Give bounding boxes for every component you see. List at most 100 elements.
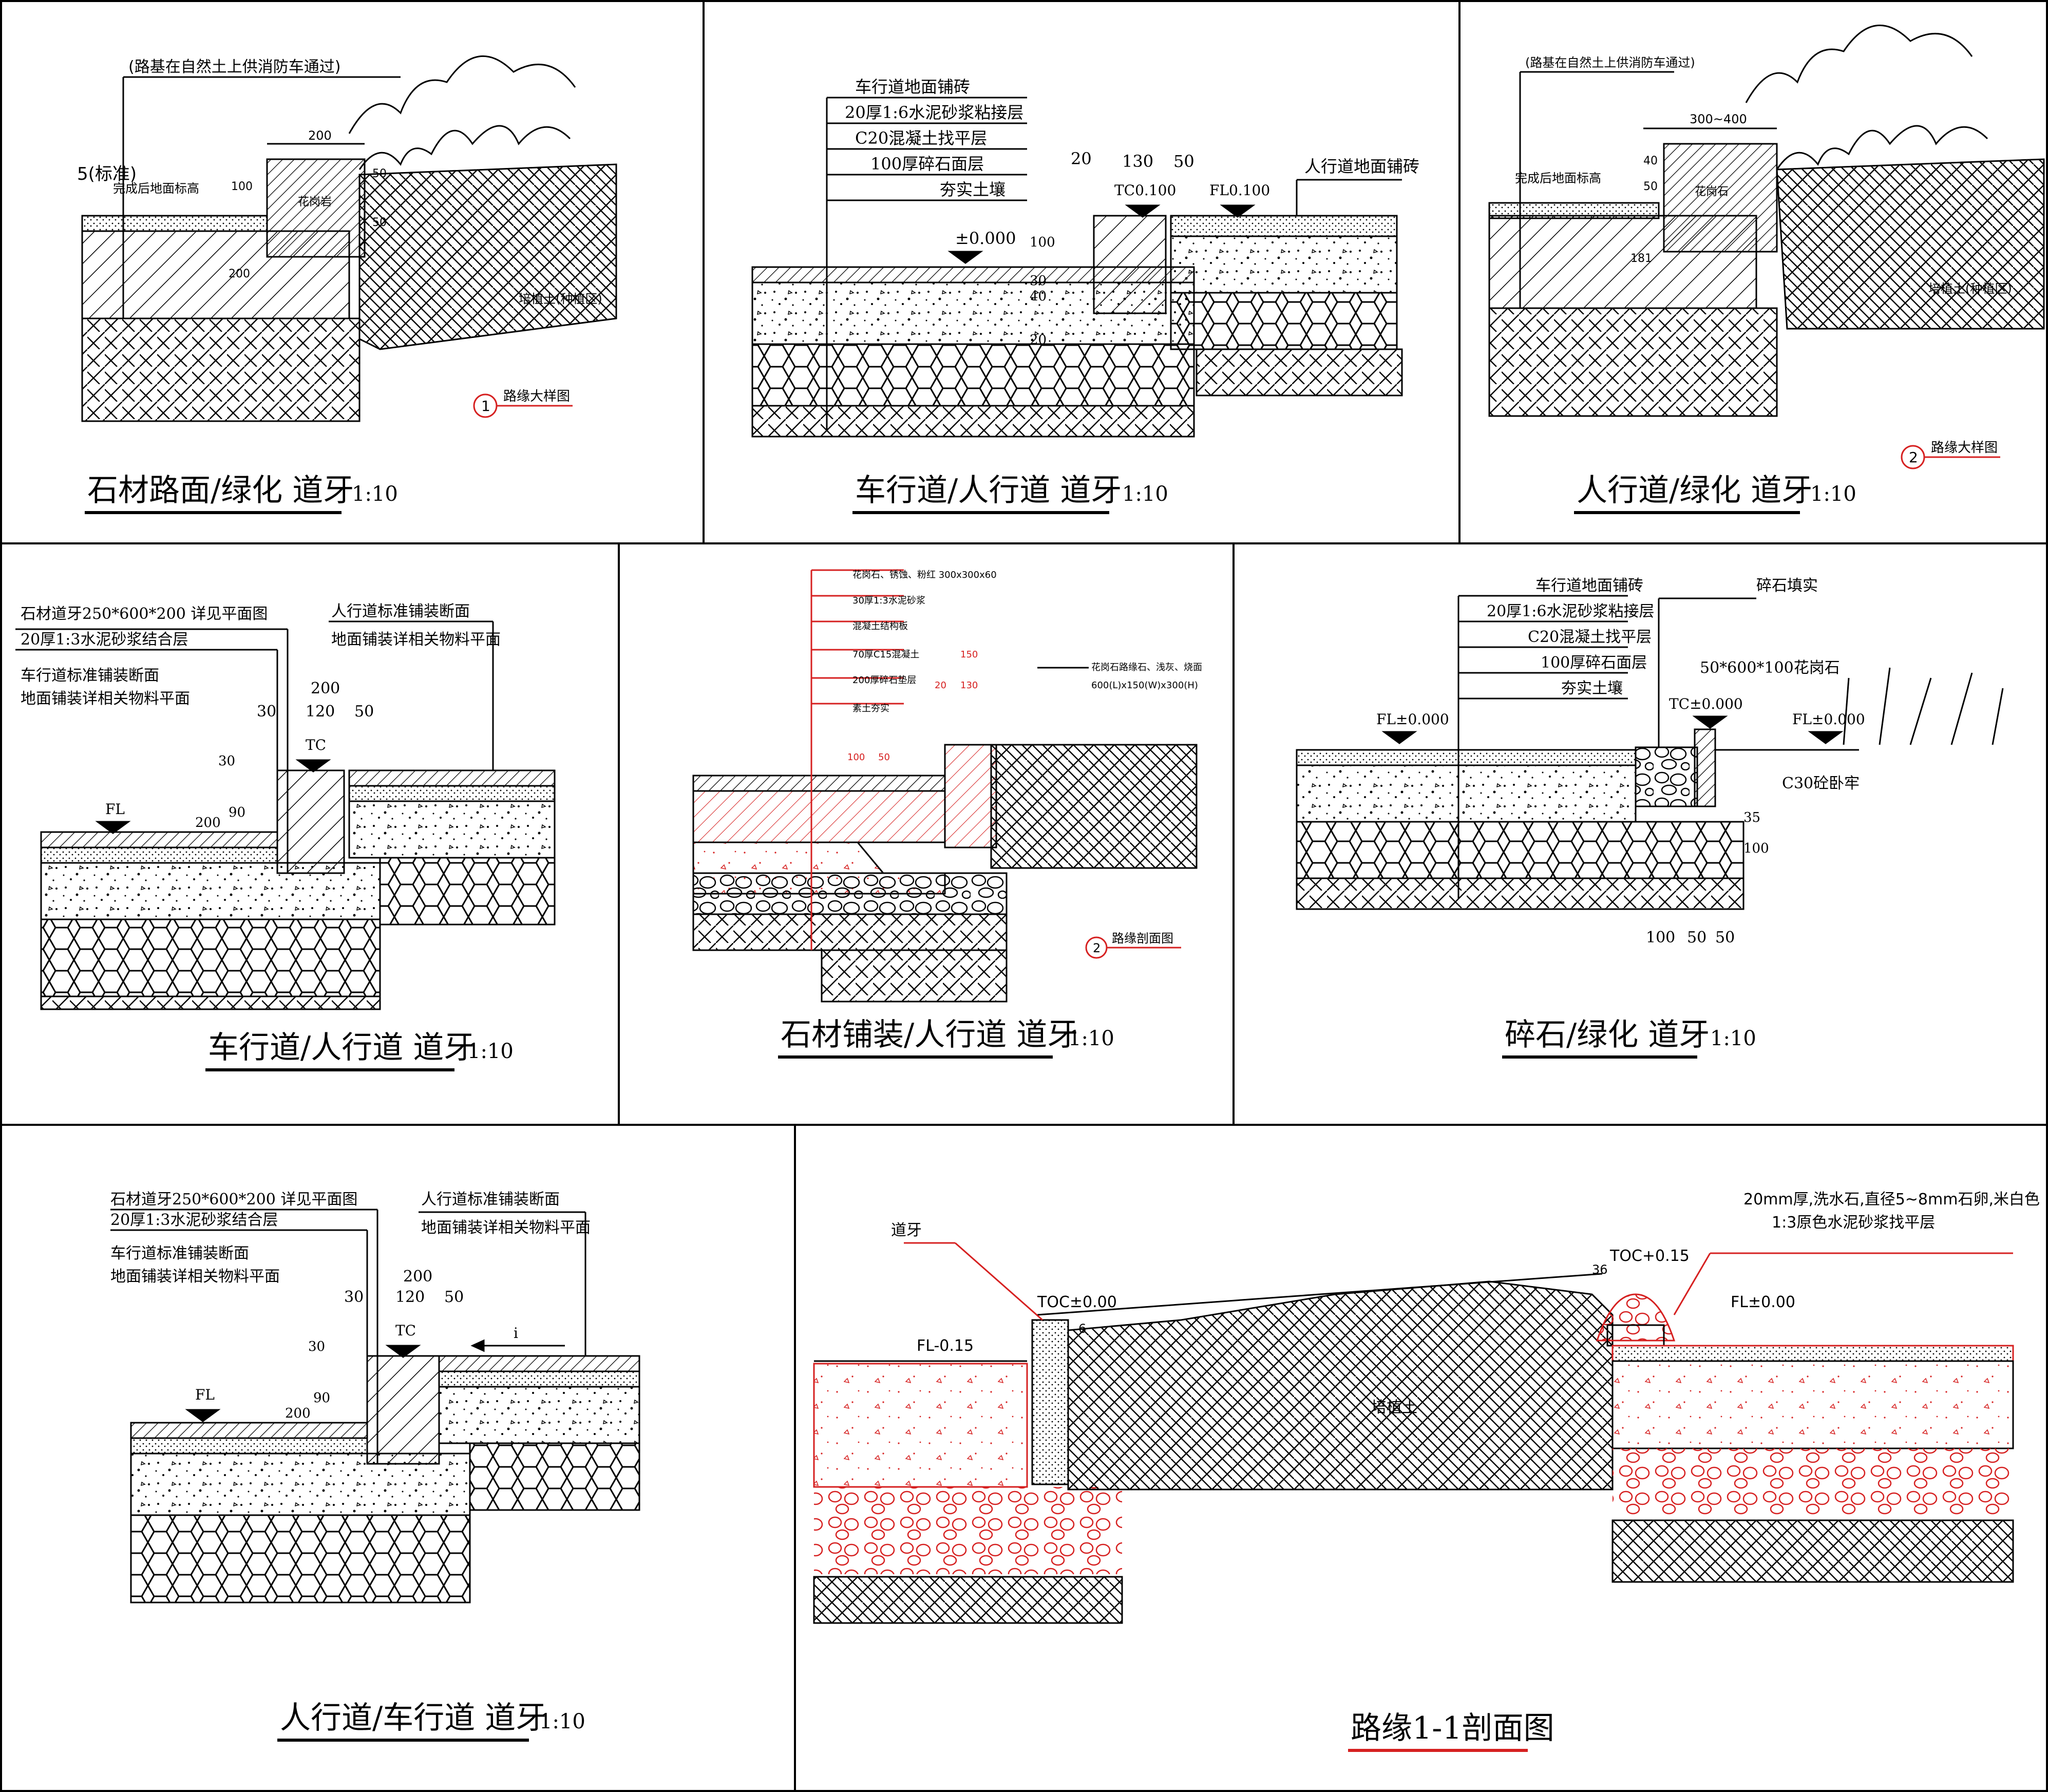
panel-8-labels: 20mm厚,洗水石,直径5~8mm石卵,米白色 1:3原色水泥砂浆找平层 道牙 … (891, 1191, 2040, 1417)
panel-5-tag: 2 路缘剖面图 (1085, 931, 1181, 959)
p6-label: 100 (1743, 841, 1769, 856)
p4-label: 200 (311, 680, 340, 697)
p6-label: 车行道地面铺砖 (1535, 577, 1643, 595)
p4-label: 50 (354, 703, 374, 721)
detail-tag-number: 1 (481, 398, 490, 414)
panel-scale: 1:10 (1068, 1027, 1114, 1050)
p2-label: 30 (1030, 273, 1047, 289)
p5-label: 600(L)x150(W)x300(H) (1091, 680, 1198, 691)
p7-label: 30 (344, 1288, 364, 1306)
p3-label: 40 (1643, 155, 1658, 167)
p7-label: 50 (444, 1288, 464, 1306)
p5-label: 混凝土结构板 (852, 621, 908, 632)
p2-label: 100厚碎石面层 (870, 154, 984, 174)
p8-label: 1:3原色水泥砂浆找平层 (1772, 1214, 1935, 1232)
p7-label: 200 (403, 1268, 432, 1286)
p7-label: 200 (285, 1406, 311, 1421)
p2-label: FL0.100 (1209, 182, 1270, 199)
detail-tag-number: 2 (1093, 941, 1101, 955)
p1-label: 100 (231, 180, 253, 193)
panel-8-section (813, 1242, 2014, 1624)
p7-label: 90 (313, 1390, 330, 1406)
p3-label: 181 (1630, 252, 1652, 265)
p3-label: 培植土(种植区) (1928, 281, 2012, 296)
p4-label: 石材道牙250*600*200 详见平面图 (21, 605, 268, 623)
p6-label: 50*600*100花岗石 (1700, 659, 1840, 677)
p4-label: 90 (229, 805, 245, 820)
p4-label: FL (105, 801, 125, 818)
panel-4-section (15, 620, 556, 1010)
panel-1-labels: (路基在自然土上供消防车通过) 5(标准) 完成后地面标高 200 100 50… (77, 58, 602, 306)
p2-label: 50 (1173, 152, 1194, 171)
panel-3-section (1488, 24, 2045, 417)
p1-label: 完成后地面标高 (113, 181, 199, 196)
p7-label: 30 (308, 1339, 325, 1354)
p1-label: 200 (308, 128, 332, 143)
p4-label: 地面铺装详相关物料平面 (331, 631, 501, 649)
p7-label: 地面铺装详相关物料平面 (110, 1268, 280, 1286)
p5-label: 20 (935, 680, 946, 691)
p7-label: 120 (395, 1288, 425, 1306)
p8-label: FL±0.00 (1731, 1293, 1795, 1311)
panel-title: 车行道/人行道 道牙 (855, 473, 1122, 508)
p4-label: 20厚1:3水泥砂浆结合层 (21, 631, 188, 649)
panel-3-tag: 2 路缘大样图 (1901, 440, 2000, 469)
p4-label: 200 (195, 815, 221, 831)
p2-label: 40 (1030, 289, 1047, 304)
detail-tag-text: 路缘大样图 (503, 389, 570, 404)
p6-label: 100 (1646, 929, 1675, 947)
p8-label: 6 (1078, 1322, 1086, 1336)
p7-label: 石材道牙250*600*200 详见平面图 (110, 1191, 357, 1209)
p1-label: 50 (372, 216, 387, 229)
p5-label: 200厚碎石垫层 (852, 675, 916, 686)
p5-label: 130 (960, 680, 978, 691)
p2-label: 夯实土壤 (940, 180, 1006, 199)
panel-scale: 1:10 (539, 1710, 585, 1733)
p5-label: 花岗石、锈蚀、粉红 300x300x60 (852, 570, 997, 580)
p7-label: 20厚1:3水泥砂浆结合层 (110, 1211, 278, 1229)
p8-label: 36 (1592, 1262, 1608, 1277)
panel-title: 人行道/车行道 道牙 (280, 1700, 546, 1736)
p1-label: 培植土(种植区) (519, 292, 602, 306)
panel-scale: 1:10 (1122, 482, 1168, 506)
panel-7-labels: 石材道牙250*600*200 详见平面图 20厚1:3水泥砂浆结合层 车行道标… (110, 1191, 591, 1421)
detail-tag-circle (473, 393, 498, 418)
p4-label: 30 (257, 703, 276, 721)
panel-title: 石材铺装/人行道 道牙 (781, 1017, 1078, 1053)
p8-label: FL-0.15 (917, 1337, 974, 1355)
p8-label: 培植土 (1371, 1399, 1417, 1417)
p6-label: C30砼卧牢 (1782, 775, 1860, 793)
p5-label: 素土夯实 (852, 703, 889, 714)
p4-label: 地面铺装详相关物料平面 (21, 690, 190, 708)
p6-label: FL±0.000 (1792, 711, 1865, 728)
panel-4-labels: 石材道牙250*600*200 详见平面图 20厚1:3水泥砂浆结合层 车行道标… (21, 602, 501, 831)
p1-label: (路基在自然土上供消防车通过) (128, 58, 340, 76)
p4-label: TC (306, 737, 326, 753)
p5-label: 30厚1:3水泥砂浆 (852, 595, 925, 606)
p3-label: 花岗石 (1695, 185, 1729, 198)
p6-label: C20混凝土找平层 (1528, 628, 1652, 646)
detail-tag-text: 路缘大样图 (1931, 440, 1998, 456)
p4-label: 120 (306, 703, 335, 721)
p1-label: 花岗岩 (298, 196, 332, 209)
panel-2-section (751, 97, 1403, 438)
p2-label: C20混凝土找平层 (855, 128, 987, 148)
p7-label: 地面铺装详相关物料平面 (421, 1219, 591, 1237)
p2-label: 20厚1:6水泥砂浆粘接层 (845, 103, 1023, 122)
p5-label: 70厚C15混凝土 (852, 649, 919, 660)
panel-6-section (1296, 595, 2004, 910)
panel-6-labels: 车行道地面铺砖 20厚1:6水泥砂浆粘接层 C20混凝土找平层 100厚碎石面层… (1376, 577, 1865, 947)
p2-label: TC0.100 (1114, 182, 1176, 199)
p8-label: 道牙 (891, 1221, 922, 1239)
p8-label: 20mm厚,洗水石,直径5~8mm石卵,米白色 (1743, 1191, 2040, 1209)
p3-label: 50 (1643, 180, 1658, 193)
p6-label: 100厚碎石面层 (1541, 654, 1647, 672)
p1-label: 200 (229, 268, 250, 280)
panel-5-section (692, 569, 1198, 1003)
p3-label: 300~400 (1690, 112, 1747, 126)
panel-2-labels: 车行道地面铺砖 20厚1:6水泥砂浆粘接层 C20混凝土找平层 100厚碎石面层… (845, 77, 1419, 348)
panel-scale: 1:10 (352, 482, 398, 506)
p2-label: 车行道地面铺砖 (855, 77, 970, 97)
